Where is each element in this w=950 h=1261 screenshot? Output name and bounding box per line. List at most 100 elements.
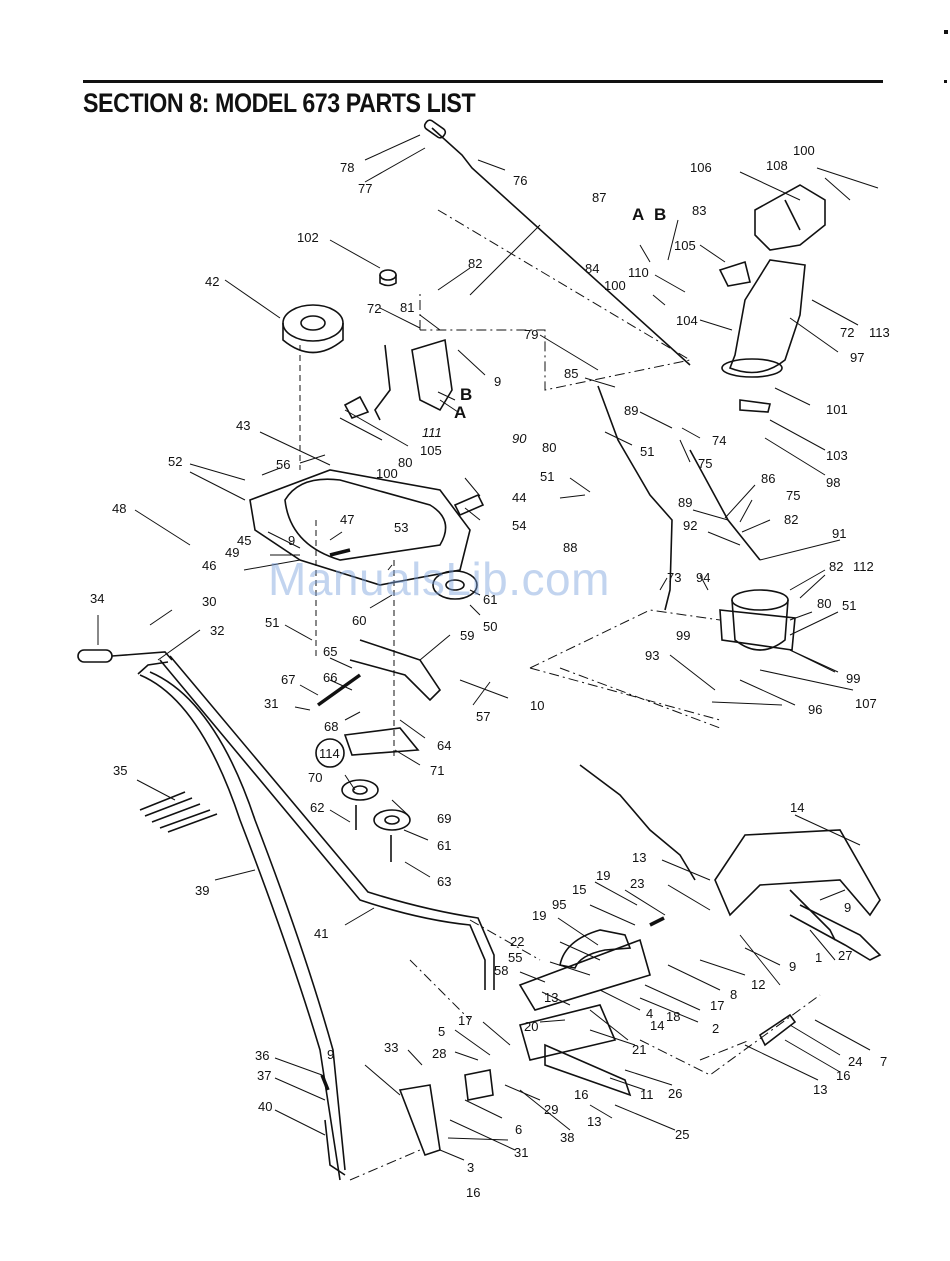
callout-label: 108 xyxy=(766,158,788,173)
callout-label: 112 xyxy=(853,559,874,574)
callout-label: 100 xyxy=(793,143,815,158)
callout-label: 52 xyxy=(168,454,182,469)
handle-rod xyxy=(159,659,486,990)
callout-label: 84 xyxy=(585,261,599,276)
callout-label: 39 xyxy=(195,883,209,898)
scan-speck xyxy=(944,80,947,83)
callout-label: 82 xyxy=(468,256,482,271)
callout-label: 55 xyxy=(508,950,522,965)
callout-label: 9 xyxy=(494,374,501,389)
callout-label: 83 xyxy=(692,203,706,218)
bracket xyxy=(464,1069,494,1101)
callout-label: 16 xyxy=(574,1087,588,1102)
callout-label: 107 xyxy=(855,696,877,711)
bracket xyxy=(453,493,485,517)
callout-letter: A xyxy=(454,403,466,422)
callout-label: 13 xyxy=(544,990,558,1005)
spring xyxy=(329,548,351,557)
callout-label: 15 xyxy=(572,882,586,897)
chute-ring xyxy=(721,358,783,378)
assembly-line xyxy=(419,209,692,391)
linkage-bar xyxy=(349,639,442,702)
callout-label: 54 xyxy=(512,518,526,533)
callout-label: 105 xyxy=(420,443,442,458)
spring xyxy=(320,1074,330,1091)
callout-label: 51 xyxy=(842,598,856,613)
chute-deflector xyxy=(754,184,826,251)
callout-label: 72 xyxy=(367,301,381,316)
callout-label: 102 xyxy=(297,230,319,245)
callout-label: 86 xyxy=(761,471,775,486)
callout-label: 9 xyxy=(789,959,796,974)
callout-label: 53 xyxy=(394,520,408,535)
drive-pulley xyxy=(432,570,478,600)
callout-label: 51 xyxy=(540,469,554,484)
callout-label: 3 xyxy=(467,1160,474,1175)
callout-label: 13 xyxy=(632,850,646,865)
rod-grip xyxy=(423,119,447,139)
callout-label: 6 xyxy=(515,1122,522,1137)
watermark: ManualsLib.com xyxy=(268,553,610,605)
callout-label: 13 xyxy=(813,1082,827,1097)
pulley-hub xyxy=(300,315,326,331)
callout-label: 75 xyxy=(698,456,712,471)
idler-pulley xyxy=(341,779,379,801)
callout-label: 17 xyxy=(710,998,724,1013)
callout-label: 89 xyxy=(624,403,638,418)
callout-label: 19 xyxy=(596,868,610,883)
callout-label: 41 xyxy=(314,926,328,941)
callout-label: 91 xyxy=(832,526,846,541)
callout-label: 29 xyxy=(544,1102,558,1117)
handle-rod xyxy=(169,655,495,990)
bracket xyxy=(398,1084,441,1157)
page-title: SECTION 8: MODEL 673 PARTS LIST xyxy=(83,88,476,118)
chute-base xyxy=(719,609,796,651)
callout-label: 61 xyxy=(483,592,497,607)
callout-label: 61 xyxy=(437,838,451,853)
callout-label: 31 xyxy=(514,1145,528,1160)
callout-label: 104 xyxy=(676,313,698,328)
frame-arm xyxy=(789,904,882,961)
callout-label: 85 xyxy=(564,366,578,381)
callout-label: 76 xyxy=(513,173,527,188)
callout-label: 9 xyxy=(288,533,295,548)
callout-label: 99 xyxy=(676,628,690,643)
bracket xyxy=(343,395,370,419)
callout-label: 114 xyxy=(319,746,340,761)
callout-label: 51 xyxy=(265,615,279,630)
callout-label: 62 xyxy=(310,800,324,815)
callout-label: 32 xyxy=(210,623,224,638)
frame-rod xyxy=(579,764,696,881)
callout-label: 110 xyxy=(628,265,649,280)
callout-label: 103 xyxy=(826,448,848,463)
callout-label: 48 xyxy=(112,501,126,516)
chute-support-ring xyxy=(731,589,789,611)
callout-label: 1 xyxy=(815,950,822,965)
callout-label: 105 xyxy=(674,238,696,253)
chute-flange xyxy=(739,399,771,413)
assembly-line xyxy=(349,919,541,1181)
leader-lines xyxy=(97,134,879,1161)
callout-label: 14 xyxy=(650,1018,664,1033)
callout-label: 68 xyxy=(324,719,338,734)
callout-label: 38 xyxy=(560,1130,574,1145)
callout-label: 7 xyxy=(880,1054,887,1069)
knob xyxy=(379,269,397,281)
callout-label: 37 xyxy=(257,1068,271,1083)
callout-label: 4 xyxy=(646,1006,653,1021)
callout-label: 20 xyxy=(524,1019,538,1034)
callout-label: 11 xyxy=(640,1087,654,1102)
callout-label: 26 xyxy=(668,1086,682,1101)
callout-label: 14 xyxy=(790,800,804,815)
handle-grip xyxy=(77,649,113,663)
callout-label: 46 xyxy=(202,558,216,573)
callout-label: 31 xyxy=(264,696,278,711)
callout-numbers: 78 77 76 87 106 108 100 A B 83 105 84 11… xyxy=(90,143,890,1175)
callout-label: 16 xyxy=(836,1068,850,1083)
callout-label: 97 xyxy=(850,350,864,365)
callout-label: 35 xyxy=(113,763,127,778)
belt xyxy=(284,478,447,561)
callout-label: 63 xyxy=(437,874,451,889)
callout-label: 113 xyxy=(869,325,890,340)
